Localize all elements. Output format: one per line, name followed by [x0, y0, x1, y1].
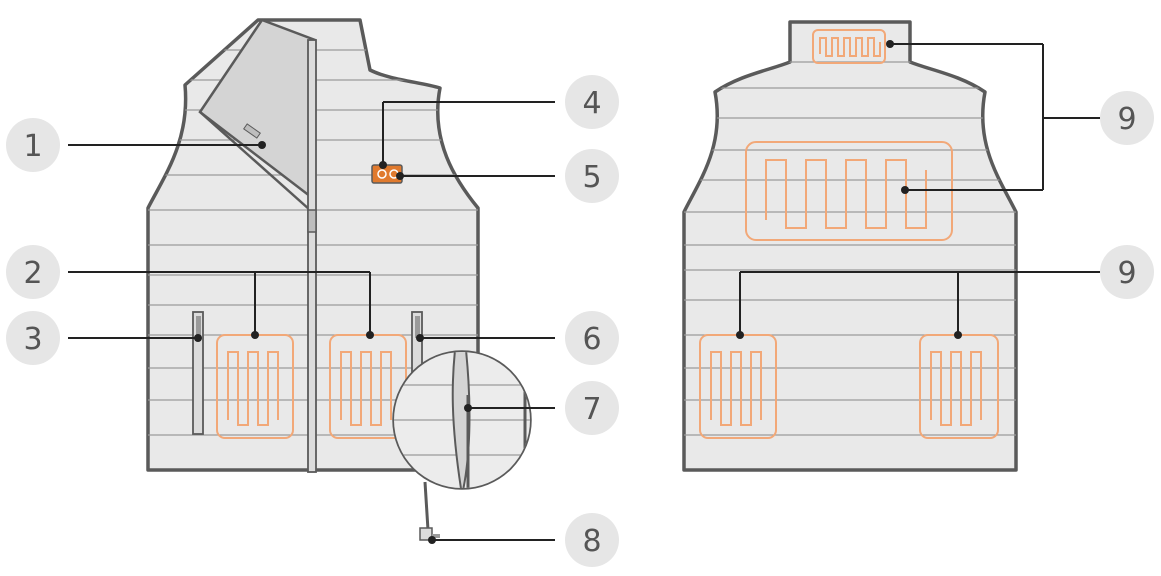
vest-back-icon [682, 20, 1018, 472]
callout-label: 2 [23, 256, 42, 291]
callout-label: 5 [582, 160, 601, 195]
inner-pocket-zip [243, 123, 261, 139]
callout-3: 3 [6, 311, 60, 365]
callout-5: 5 [565, 149, 619, 203]
callout-9-upper: 9 [1100, 91, 1154, 145]
pocket-magnifier-icon [392, 350, 532, 490]
callout-label: 1 [23, 129, 42, 164]
callout-9-lower: 9 [1100, 245, 1154, 299]
front-zipper [307, 39, 317, 473]
vest-front-icon [146, 18, 480, 473]
power-cable [419, 481, 440, 541]
heating-pad-icon [812, 29, 886, 64]
callout-label: 3 [23, 322, 42, 357]
callout-8: 8 [565, 513, 619, 567]
left-pocket-zipper [192, 311, 204, 435]
callout-label: 6 [582, 322, 601, 357]
callout-label: 9 [1117, 102, 1136, 137]
callout-label: 9 [1117, 256, 1136, 291]
zipper-pull [307, 209, 317, 233]
callout-7: 7 [565, 381, 619, 435]
callout-1: 1 [6, 118, 60, 172]
callout-4: 4 [565, 75, 619, 129]
callout-label: 8 [582, 524, 601, 559]
callout-2: 2 [6, 245, 60, 299]
callout-label: 4 [582, 86, 601, 121]
callout-label: 7 [582, 392, 601, 427]
leader-lines [68, 40, 1100, 544]
callout-6: 6 [565, 311, 619, 365]
